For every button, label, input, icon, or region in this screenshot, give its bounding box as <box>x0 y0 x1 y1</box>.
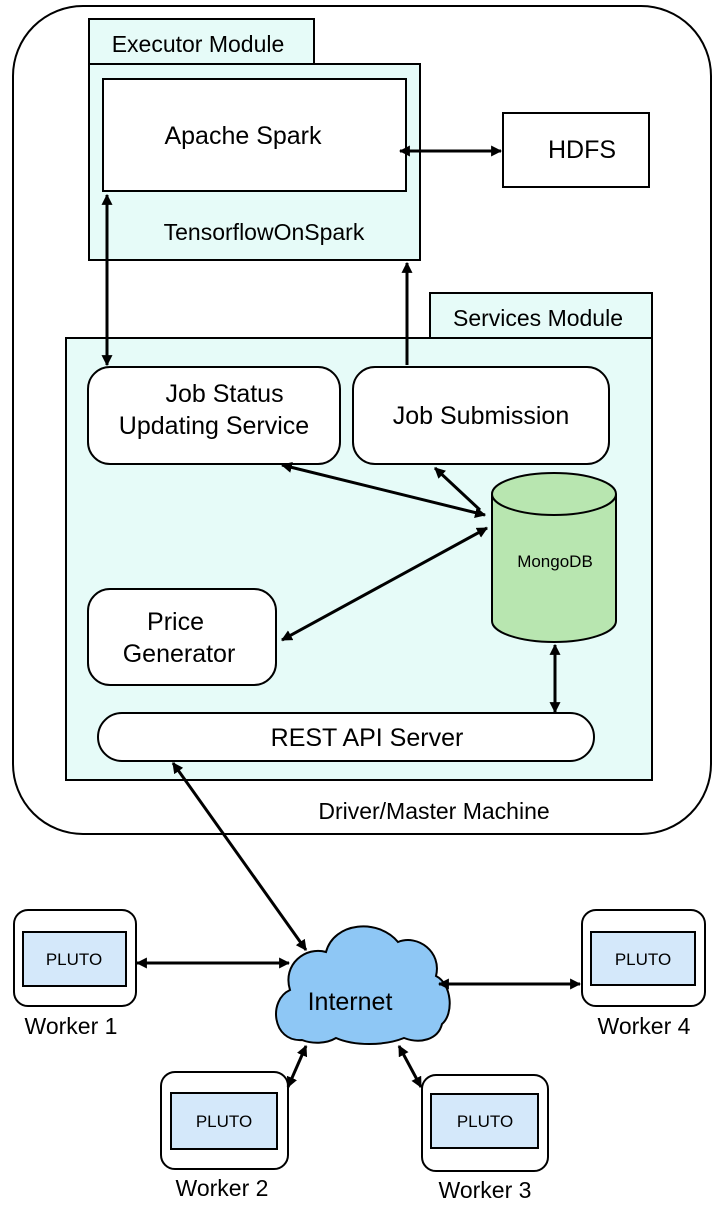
worker-4-pluto-label: PLUTO <box>615 950 671 969</box>
rest-api-server-box <box>97 712 595 762</box>
arrow-mongodb-to-job-submission <box>433 466 482 512</box>
worker-3-label: Worker 3 <box>439 1177 532 1203</box>
price-generator-line1: Price <box>147 608 204 636</box>
mongodb-label: MongoDB <box>517 552 593 571</box>
worker-2-pluto-box <box>170 1092 278 1150</box>
hdfs-box <box>502 112 650 188</box>
worker-2-label: Worker 2 <box>176 1175 269 1201</box>
apache-spark-label: Apache Spark <box>164 122 322 150</box>
worker-1-label: Worker 1 <box>25 1013 118 1039</box>
hdfs-label: HDFS <box>548 136 616 164</box>
job-status-service-box <box>87 366 341 465</box>
apache-spark-box <box>102 78 407 192</box>
worker-3-pluto-box <box>430 1093 539 1149</box>
executor-module-title: Executor Module <box>112 31 285 57</box>
job-status-service-label: Job Status Updating Service <box>119 380 309 440</box>
rest-api-server-label: REST API Server <box>271 724 464 752</box>
arrow-internet-worker-2 <box>286 1044 308 1089</box>
price-generator-line2: Generator <box>123 640 236 668</box>
worker-4-pluto-box <box>590 931 696 986</box>
driver-machine-label: Driver/Master Machine <box>318 798 549 824</box>
arrow-rest-api-internet <box>171 762 308 951</box>
worker-1-pluto-label: PLUTO <box>46 950 102 969</box>
arrow-internet-worker-3 <box>397 1045 423 1088</box>
job-status-service-line1: Job Status <box>165 380 283 408</box>
worker-3-pluto-label: PLUTO <box>457 1112 513 1131</box>
job-submission-label: Job Submission <box>393 402 569 430</box>
internet-label: Internet <box>308 988 393 1016</box>
tensorflowonspark-label: TensorflowOnSpark <box>164 219 365 245</box>
job-status-service-line2: Updating Service <box>119 412 309 440</box>
arrow-mongodb-price-generator <box>281 526 488 642</box>
internet-cloud <box>275 925 451 1045</box>
price-generator-label: Price Generator <box>123 608 236 668</box>
worker-2-pluto-label: PLUTO <box>196 1112 252 1131</box>
worker-4-label: Worker 4 <box>598 1013 691 1039</box>
executor-module-tab <box>88 18 315 65</box>
arrow-mongodb-job-status <box>280 462 487 518</box>
mongodb-cylinder <box>491 472 617 643</box>
worker-1-pluto-box <box>22 931 127 987</box>
price-generator-box <box>87 588 277 686</box>
services-module-title: Services Module <box>453 305 623 331</box>
